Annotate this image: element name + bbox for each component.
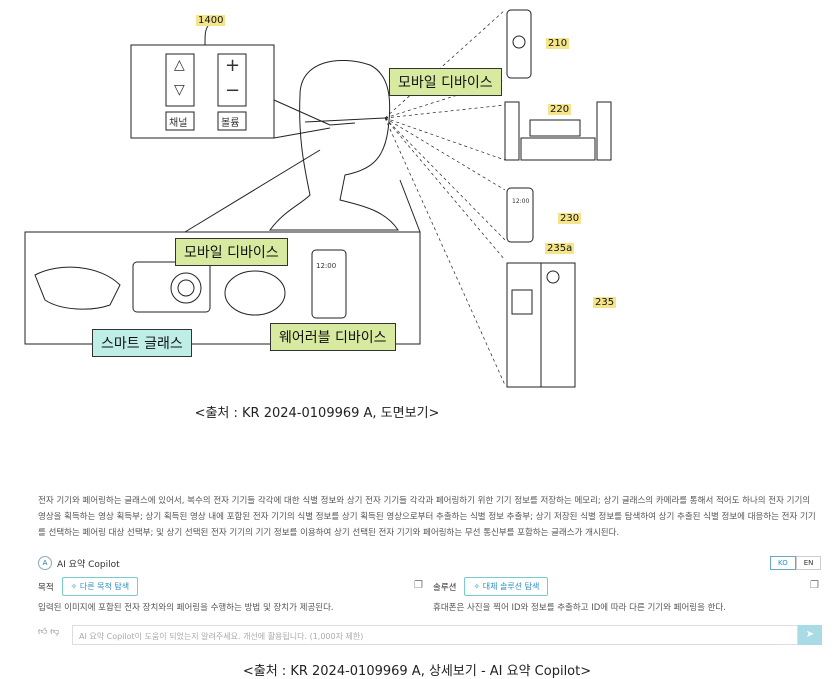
ref-230: 230 — [558, 213, 582, 224]
copy-purpose-icon[interactable]: ❐ — [414, 580, 423, 591]
purpose-section: 목적 ✧ 다른 목적 탐색 — [38, 577, 139, 596]
send-button[interactable]: ➤ — [798, 625, 822, 645]
feedback-input[interactable]: AI 요약 Copilot이 도움이 되었는지 알려주세요. 개선에 활용됩니다… — [72, 625, 798, 645]
copilot-logo-icon: A — [38, 556, 52, 570]
connector-line — [273, 127, 331, 139]
solution-text: 휴대폰은 사진을 찍어 ID와 정보를 추출하고 ID에 따라 다른 기기와 페… — [433, 603, 726, 613]
sparkle-icon: ✧ — [473, 582, 483, 591]
explore-solution-button[interactable]: ✧ 대체 솔루션 탐색 — [464, 577, 549, 596]
inset-panel — [24, 231, 421, 345]
thumbs-up-icon[interactable]: 👍︎ — [38, 627, 48, 637]
copy-solution-icon[interactable]: ❐ — [810, 580, 819, 591]
pairing-rays — [384, 9, 506, 386]
explore-purpose-label: 다른 목적 탐색 — [79, 582, 130, 591]
ref-220: 220 — [548, 104, 572, 115]
sparkle-icon: ✧ — [70, 582, 80, 591]
remote-control-drawing — [506, 9, 532, 79]
lang-en-button[interactable]: EN — [795, 556, 822, 570]
abstract-text: 전자 기기와 페어링하는 글래스에 있어서, 복수의 전자 기기들 각각에 대한… — [38, 496, 816, 538]
label-wearable-device: 웨어러블 디바이스 — [270, 323, 396, 351]
thumbs-down-icon[interactable]: 👎︎ — [50, 627, 60, 637]
smartwatch-drawing — [224, 270, 286, 316]
volume-button — [217, 53, 247, 107]
audio-system-drawing — [504, 101, 612, 161]
phone-inset-time: 12:00 — [316, 262, 337, 270]
solution-section: 솔루션 ✧ 대체 솔루션 탐색 — [433, 577, 549, 596]
smart-glasses-drawing — [34, 266, 121, 310]
remote-panel — [130, 44, 275, 139]
lang-ko-button[interactable]: KO — [770, 556, 796, 570]
camera-drawing — [132, 261, 211, 313]
channel-button — [165, 53, 195, 107]
channel-label-box — [165, 111, 195, 131]
label-mobile-device-inset: 모바일 디바이스 — [175, 238, 288, 266]
explore-purpose-button[interactable]: ✧ 다른 목적 탐색 — [61, 577, 139, 596]
purpose-label: 목적 — [38, 582, 54, 593]
phone-drawing — [506, 187, 534, 243]
channel-down-icon: ▽ — [174, 82, 185, 98]
head-drawing — [268, 59, 399, 231]
volume-label-box — [217, 111, 247, 131]
patent-drawing — [24, 9, 612, 388]
channel-up-icon: △ — [174, 57, 185, 73]
figure-caption: <출처 : KR 2024-0109969 A, 도면보기> — [194, 406, 440, 421]
ref-235a: 235a — [545, 243, 575, 254]
label-smart-glasses: 스마트 글래스 — [92, 329, 192, 357]
copilot-title: AI 요약 Copilot — [57, 559, 120, 570]
phone-time: 12:00 — [512, 198, 530, 205]
glasses-on-head — [304, 117, 386, 126]
send-icon: ➤ — [805, 629, 815, 640]
inset-connector — [399, 179, 421, 233]
feedback-buttons: 👍︎ 👎︎ — [38, 627, 59, 637]
channel-label: 채널 — [169, 118, 188, 129]
inset-connector — [184, 149, 321, 233]
volume-label: 볼륨 — [221, 118, 240, 129]
explore-solution-label: 대체 솔루션 탐색 — [482, 582, 540, 591]
phone-inset-drawing — [311, 249, 347, 319]
solution-label: 솔루션 — [433, 582, 457, 593]
label-mobile-device-top: 모바일 디바이스 — [389, 68, 502, 96]
ref-235: 235 — [593, 297, 617, 308]
ref-1400: 1400 — [196, 15, 226, 26]
volume-minus-icon: − — [225, 80, 241, 101]
volume-plus-icon: + — [225, 55, 241, 76]
purpose-text: 입력된 이미지에 포함된 전자 장치와의 페어링을 수행하는 방법 및 장치가 … — [38, 603, 334, 613]
leader-line — [204, 25, 209, 46]
copilot-caption: <출처 : KR 2024-0109969 A, 상세보기 - AI 요약 Co… — [242, 664, 592, 679]
refrigerator-drawing — [506, 262, 576, 388]
copilot-header: A AI 요약 Copilot — [38, 556, 120, 570]
ref-210: 210 — [546, 38, 570, 49]
